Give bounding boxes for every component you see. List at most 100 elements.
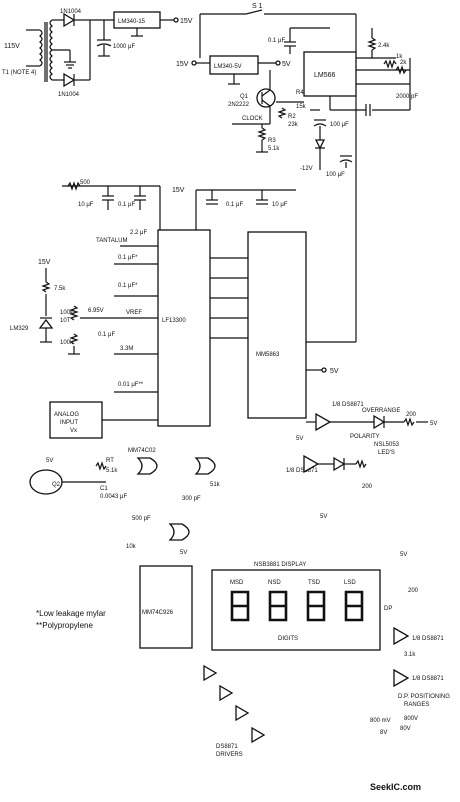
- lm340-5v-label: LM340-5V: [214, 64, 242, 70]
- mm5863-label: MM5863: [256, 352, 280, 358]
- cap-01uf-top-label: 0.1 μF: [268, 38, 285, 44]
- cap-1000uf-label: 1000 μF: [113, 44, 135, 50]
- diode-1n1004-bottom-label: 1N1004: [58, 92, 80, 98]
- r-10k-label: 10k: [126, 544, 137, 550]
- ds8871-d-label: 1/8 DS8871: [412, 676, 444, 682]
- leds-label: LED'S: [378, 450, 395, 456]
- r-200b-label: 200: [362, 484, 373, 490]
- ds8871-b-label: 1/8 DS8871: [286, 468, 318, 474]
- cap-01uf-a-label: 0.1 μF: [118, 202, 135, 208]
- converter-section: 500 10 μF 0.1 μF 15V 0.1 μF 10 μF TANTAL…: [10, 180, 437, 520]
- chip-mm74c926: [139, 565, 193, 649]
- logic-5v-label: 5V: [46, 458, 53, 464]
- c-500pf-label: 500 pF: [132, 516, 151, 522]
- rail-15v-b-label: 15V: [38, 259, 51, 266]
- note-low-leakage: *Low leakage mylar: [36, 609, 106, 618]
- rail-5v-d-label: 5V: [320, 514, 327, 520]
- rail-5v-c-label: 5V: [296, 436, 303, 442]
- rectifier-diode-top: [63, 12, 76, 28]
- vref-label: VREF: [126, 310, 142, 316]
- r-100k-label: 100k: [60, 310, 74, 316]
- tantalum-label: TANTALUM: [96, 238, 127, 244]
- q2-label: Q2: [52, 482, 61, 488]
- seven-segment-digits: [230, 590, 364, 622]
- out-15v-label: 15V: [180, 18, 193, 25]
- driver-gate-dp-a: [393, 626, 410, 646]
- digit-tsd-label: TSD: [308, 580, 321, 586]
- c1-label: C1: [100, 486, 108, 492]
- vx-label: Vx: [70, 428, 77, 434]
- vref-value-label: 6.95V: [88, 308, 104, 314]
- led-overrange: [373, 414, 386, 430]
- r-51k-logic-label: 5.1k: [106, 468, 118, 474]
- c-300pf-label: 300 pF: [182, 496, 201, 502]
- rail-5v-chip-label: 5V: [330, 368, 339, 375]
- rectifier-diode-bottom: [63, 72, 76, 88]
- ds8871-c-label: 1/8 DS8871: [412, 636, 444, 642]
- clock-label: CLOCK: [242, 116, 263, 122]
- logic-section: 5V Q2 RT 5.1k C1 0.0043 μF MM74C02 51k 3…: [29, 448, 450, 758]
- switch-s1-label: S 1: [252, 3, 263, 10]
- dp-label: DP: [384, 606, 392, 612]
- overrange-label: OVERRANGE: [362, 408, 400, 414]
- led-polarity: [333, 456, 346, 472]
- q1-part-label: 2N2222: [228, 102, 250, 108]
- r-2k-label: 2k: [400, 60, 407, 66]
- driver-gate-overrange: [315, 412, 332, 432]
- driver-digit-4: [251, 726, 266, 744]
- driver-gate-polarity: [303, 454, 320, 474]
- transistor-q1: [256, 88, 276, 108]
- digits-label: DIGITS: [278, 636, 298, 642]
- display-label: NSB3881 DISPLAY: [254, 562, 306, 568]
- r4-label: R4: [296, 90, 304, 96]
- digit-lsd-label: LSD: [344, 580, 356, 586]
- polarity-label: POLARITY: [350, 434, 380, 440]
- chip-mm5863: [247, 231, 307, 419]
- in-15v-label: 15V: [176, 61, 189, 68]
- watermark: SeekIC.com: [370, 782, 421, 792]
- cap-01uf-b-label: 0.1 μF: [226, 202, 243, 208]
- r-75k-label: 7.5k: [54, 286, 66, 292]
- lm340-15-label: LM340-15: [118, 19, 146, 25]
- r-51k-b-label: 51k: [210, 482, 221, 488]
- logic-5v-c-label: 5V: [180, 550, 187, 556]
- note-polypropylene: **Polypropylene: [36, 621, 93, 630]
- digit-msd-label: MSD: [230, 580, 244, 586]
- range-800mv-label: 800 mV: [370, 718, 391, 724]
- cap-01uf-s2-label: 0.1 μF*: [118, 283, 138, 289]
- cap-2000pf-label: 2000 pF: [396, 94, 418, 100]
- cap-22uf-label: 2.2 μF: [130, 230, 147, 236]
- c-0043uf-label: 0.0043 μF: [100, 494, 127, 500]
- r-15k-label: 15k: [296, 104, 307, 110]
- transformer-note: T1 (NOTE 4): [2, 70, 36, 76]
- nor-gate-b: [194, 457, 216, 475]
- analog-label: ANALOG: [54, 412, 79, 418]
- r-200a-label: 200: [406, 412, 417, 418]
- r-23k-label: 23k: [288, 122, 299, 128]
- rail-15v-label: 15V: [172, 187, 185, 194]
- cap-100uf-label: 100 μF: [330, 122, 349, 128]
- mm74c02-label: MM74C02: [128, 448, 156, 454]
- rt-label: RT: [106, 458, 114, 464]
- diode-1n1004-top-label: 1N1004: [60, 9, 82, 15]
- driver-digit-2: [219, 684, 234, 702]
- lf13300-label: LF13300: [162, 318, 186, 324]
- nsl5053-label: NSL5053: [374, 442, 400, 448]
- out-5v-label: 5V: [282, 61, 291, 68]
- lm566-label: LM566: [314, 72, 336, 79]
- range-80v-label: 80V: [400, 726, 411, 732]
- transformer-t1: [26, 19, 53, 82]
- r-51k-label: 5.1k: [268, 146, 280, 152]
- input-label: INPUT: [60, 420, 78, 426]
- cap-10uf-b-label: 10 μF: [272, 202, 288, 208]
- cap-100uf-b-label: 100 μF: [326, 172, 345, 178]
- driver-digit-3: [235, 704, 250, 722]
- nor-gate-a: [136, 457, 158, 475]
- r-24k-label: 2.4k: [378, 43, 390, 49]
- mm74c926-label: MM74C926: [142, 610, 174, 616]
- r3-label: R3: [268, 138, 276, 144]
- range-800v-label: 800V: [404, 716, 418, 722]
- range-8v-label: 8V: [380, 730, 387, 736]
- digit-nsd-label: NSD: [268, 580, 281, 586]
